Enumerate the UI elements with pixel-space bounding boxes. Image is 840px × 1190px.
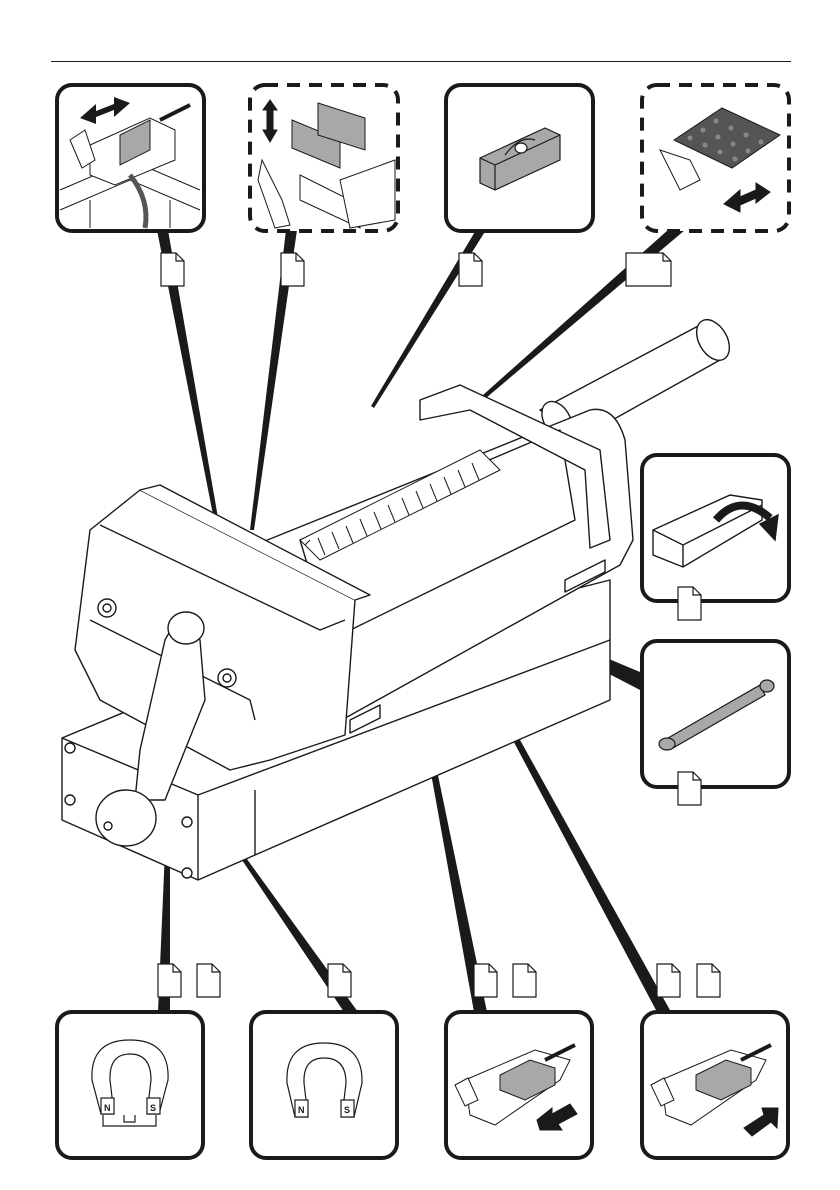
spindle-rod-icon [658, 679, 775, 751]
doc-ref-icon [656, 963, 681, 998]
doc-ref-icon [157, 963, 182, 998]
doc-ref-icon [625, 252, 672, 287]
callout-slide-out[interactable] [444, 1010, 594, 1160]
doc-refs-top [160, 252, 672, 287]
doc-ref-icon [473, 963, 498, 998]
callout-grid-plate[interactable] [640, 83, 791, 233]
double-arrow-icon [80, 97, 130, 124]
jaw-block-rotate-icon [652, 494, 779, 568]
grid-plate-icon [659, 107, 782, 213]
leader-move-vise [157, 230, 221, 535]
doc-ref-icon [327, 963, 352, 998]
vise-body [61, 319, 731, 881]
moving-jaw [74, 489, 356, 771]
arrow-in-icon [743, 1107, 779, 1137]
vise-on-bench-icon [59, 103, 201, 229]
arrow-out-icon [536, 1103, 578, 1131]
vise-slide-in-icon [650, 1043, 779, 1137]
magnet-north-label: N [298, 1105, 305, 1115]
double-arrow-icon [723, 182, 771, 213]
leader-prism-jaw [371, 230, 486, 408]
magnet-closed-icon: N S [91, 1039, 169, 1127]
magnet-south-label: S [344, 1105, 350, 1115]
doc-ref-icon [677, 586, 702, 621]
doc-ref-icon [196, 963, 221, 998]
callout-jaw-flip[interactable] [640, 453, 791, 621]
fixed-jaw [419, 384, 611, 549]
doc-ref-icon [160, 252, 185, 287]
magnet-north-label: N [104, 1103, 111, 1113]
callout-magnet-off[interactable]: N S [249, 1010, 399, 1160]
vise-slide-out-icon [454, 1043, 578, 1131]
doc-ref-icon [696, 963, 721, 998]
magnet-south-label: S [150, 1103, 156, 1113]
doc-ref-icon [280, 252, 305, 287]
doc-ref-icon [677, 771, 702, 806]
header-rule [51, 61, 791, 62]
spindle-thread [299, 449, 501, 561]
doc-ref-icon [458, 252, 483, 287]
prism-jaw-icon [479, 127, 561, 191]
callout-move-vise[interactable] [55, 83, 206, 233]
leader-change-jaws [250, 230, 297, 530]
callout-change-jaws[interactable] [248, 83, 400, 233]
magnet-open-icon: N S [286, 1042, 363, 1118]
callout-prism-jaw[interactable] [444, 83, 595, 233]
jaw-plates-icon [257, 99, 396, 229]
callout-magnet-on[interactable]: N S [55, 1010, 205, 1160]
doc-ref-icon [512, 963, 537, 998]
callout-spindle-rod[interactable] [640, 639, 791, 806]
callout-slide-in[interactable] [640, 1010, 790, 1160]
